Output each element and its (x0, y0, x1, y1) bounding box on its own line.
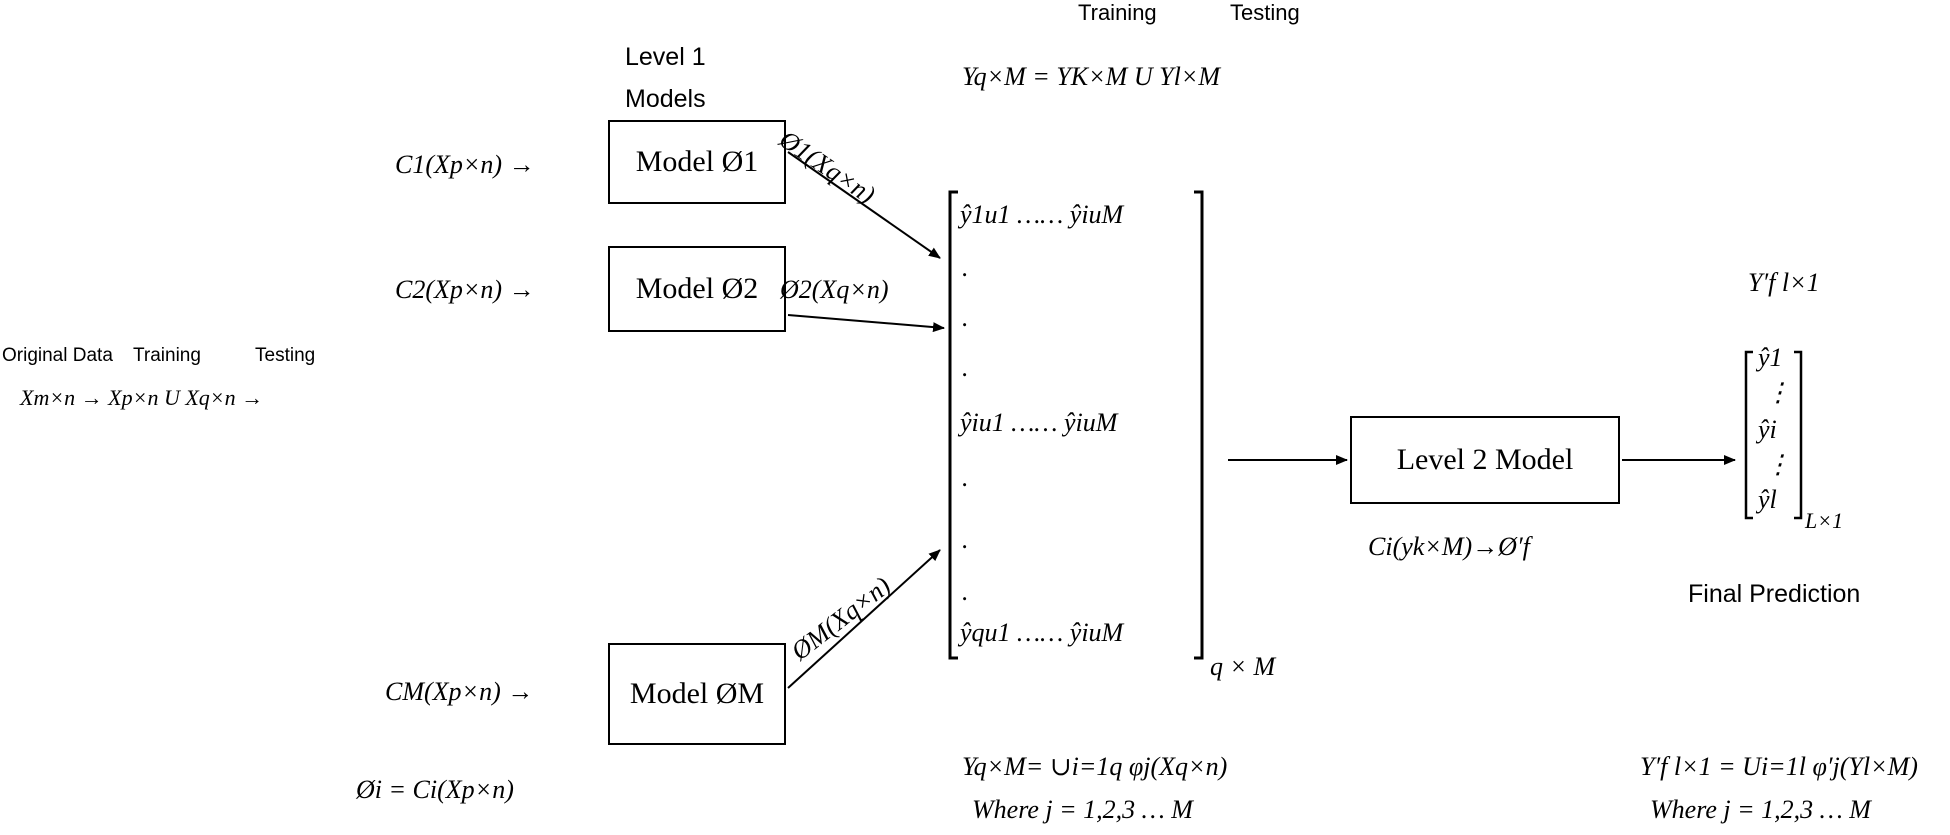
arrow-model2-to-matrix (787, 314, 945, 333)
model-1-box: Model Ø1 (608, 120, 786, 204)
original-data-label: Original Data (2, 345, 113, 366)
matrix-size: q × M (1210, 652, 1276, 681)
model-2-output: Ø2(Xq×n) (780, 275, 889, 304)
vector-entry-1: ŷ1 (1758, 343, 1783, 372)
top-training-label: Training (1078, 0, 1157, 25)
matrix-dot: . (962, 463, 969, 492)
model-M-label: Model ØM (629, 677, 765, 710)
vector-entry-i: ŷi (1758, 415, 1777, 444)
top-testing-label: Testing (1230, 0, 1300, 25)
model-1-label: Model Ø1 (635, 145, 759, 178)
arrow-model1-to-matrix (787, 151, 941, 259)
union-formula: Yq×M= ∪i=1q φj(Xq×n) (962, 752, 1228, 781)
input-c1: C1(Xp×n) → (395, 150, 535, 179)
level1-title-line1: Level 1 (625, 43, 706, 71)
vector-size: L×1 (1805, 508, 1844, 533)
testing-label: Testing (255, 345, 316, 366)
level2-formula: Ci(yk×M)→Ø′f (1368, 532, 1530, 561)
level2-model-box: Level 2 Model (1350, 416, 1620, 504)
arrow-modelM-to-matrix (787, 549, 941, 689)
matrix-dot: . (962, 253, 969, 282)
final-output-label: Y′f l×1 (1748, 268, 1820, 297)
input-cM: CM(Xp×n) → (385, 677, 534, 706)
matrix-dot: . (962, 353, 969, 382)
level1-title-line2: Models (625, 85, 706, 113)
matrix-row-1: ŷ1u1 …… ŷiuM (960, 200, 1124, 229)
model-2-box: Model Ø2 (608, 246, 786, 332)
union-where: Where j = 1,2,3 … M (972, 795, 1193, 824)
vector-right-bracket (1794, 350, 1803, 520)
final-union-where: Where j = 1,2,3 … M (1650, 795, 1871, 824)
matrix-dot: . (962, 525, 969, 554)
matrix-dot: . (962, 577, 969, 606)
model-M-box: Model ØM (608, 643, 786, 745)
vector-entry-l: ŷl (1758, 485, 1777, 514)
level2-model-label: Level 2 Model (1396, 443, 1574, 476)
vector-left-bracket (1744, 350, 1753, 520)
matrix-right-bracket (1194, 190, 1204, 660)
training-label: Training (133, 345, 201, 366)
vector-entry-vdots: ⋮ (1765, 450, 1791, 479)
input-c2: C2(Xp×n) → (395, 275, 535, 304)
model-2-label: Model Ø2 (635, 272, 759, 305)
data-split-formula: Xm×n → Xp×n U Xq×n → (20, 385, 264, 410)
top-formula: Yq×M = YK×M U Yl×M (962, 62, 1220, 91)
final-union-formula: Y′f l×1 = Ui=1l φ′j(Yl×M) (1640, 752, 1918, 781)
matrix-row-i: ŷiu1 …… ŷiuM (960, 408, 1118, 437)
final-prediction-caption: Final Prediction (1688, 580, 1861, 608)
matrix-left-bracket (948, 190, 958, 660)
matrix-dot: . (962, 303, 969, 332)
matrix-row-q: ŷqu1 …… ŷiuM (960, 618, 1124, 647)
phi-definition: Øi = Ci(Xp×n) (356, 775, 514, 804)
vector-entry-vdots: ⋮ (1765, 378, 1791, 407)
